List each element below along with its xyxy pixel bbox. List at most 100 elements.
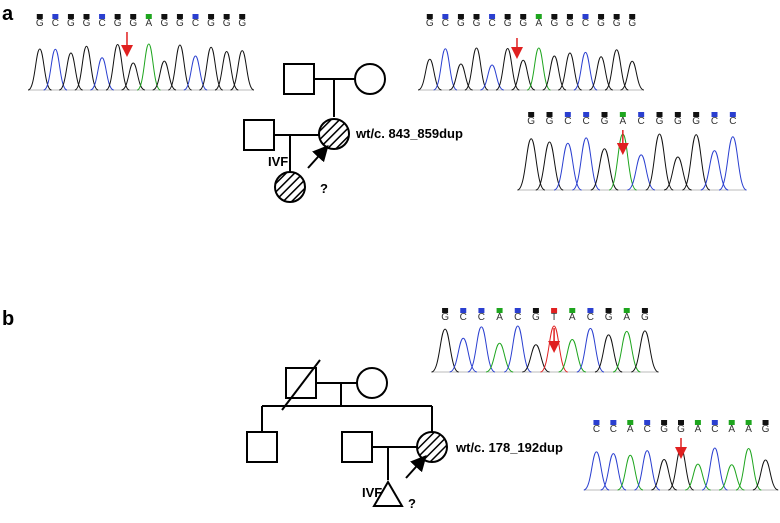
base-marker — [593, 420, 600, 425]
base-letter: C — [711, 424, 718, 435]
base-marker — [457, 14, 464, 19]
trace-peak — [27, 48, 52, 91]
variant-label-b: wt/c. 178_192dup — [455, 440, 563, 455]
trace-peak — [526, 47, 551, 91]
base-letter: G — [519, 18, 527, 29]
base-marker — [587, 308, 594, 313]
trace-peak — [198, 46, 224, 91]
base-letter: G — [550, 18, 558, 29]
base-marker — [551, 14, 558, 19]
base-marker — [693, 112, 700, 117]
base-letter: C — [564, 116, 571, 127]
base-marker — [514, 308, 521, 313]
base-marker — [520, 14, 527, 19]
trace-peak — [572, 137, 601, 191]
trace-peak — [58, 52, 83, 91]
base-marker — [619, 112, 626, 117]
base-letter: C — [638, 116, 645, 127]
base-letter: C — [460, 312, 467, 323]
base-marker — [729, 112, 736, 117]
pedigree-a — [243, 63, 386, 203]
base-letter: C — [488, 18, 495, 29]
base-marker — [694, 420, 701, 425]
trace-peak — [485, 342, 514, 373]
trace-peak — [701, 447, 728, 491]
pregnancy-triangle-b — [372, 480, 404, 507]
base-letter: C — [192, 18, 199, 29]
trace-peak — [752, 459, 779, 491]
trace-peak — [433, 48, 458, 91]
trace-peak — [553, 142, 582, 191]
trace-peak — [467, 326, 496, 373]
unknown-label-a: ? — [320, 181, 328, 196]
base-letter: G — [441, 312, 449, 323]
base-marker — [504, 14, 511, 19]
trace-peak — [685, 463, 711, 491]
base-letter: G — [527, 116, 535, 127]
base-letter: A — [695, 424, 702, 435]
base-letter: C — [478, 312, 485, 323]
base-marker — [638, 112, 645, 117]
trace-peak — [417, 58, 442, 91]
trace-peak — [431, 328, 459, 373]
base-marker — [36, 14, 43, 19]
base-letter: C — [583, 116, 590, 127]
trace-peak — [167, 44, 193, 91]
base-marker — [52, 14, 59, 19]
base-letter: C — [644, 424, 651, 435]
trace-peak — [535, 141, 564, 191]
base-marker — [478, 308, 485, 313]
husband-b — [341, 431, 373, 463]
base-marker — [745, 420, 752, 425]
trace-peak — [540, 325, 568, 373]
base-marker — [583, 112, 590, 117]
trace-peak — [495, 48, 520, 91]
trace-peak — [594, 334, 623, 373]
trace-peak — [152, 60, 177, 91]
deceased-slash-b — [281, 359, 321, 411]
trace-peak — [612, 330, 641, 373]
base-letter: G — [532, 312, 540, 323]
base-marker — [762, 420, 769, 425]
base-marker — [442, 308, 449, 313]
base-letter: C — [442, 18, 449, 29]
proband-b — [416, 431, 448, 463]
base-letter: G — [426, 18, 434, 29]
base-letter: G — [83, 18, 91, 29]
trace-peak — [718, 464, 745, 491]
trace-peak — [700, 150, 729, 191]
base-letter: G — [67, 18, 75, 29]
grandfather-a — [283, 63, 315, 95]
trace-peak — [558, 339, 587, 373]
trace-peak — [600, 453, 627, 491]
base-letter: G — [692, 116, 700, 127]
trace-peak — [449, 337, 478, 373]
trace-peak — [557, 52, 582, 91]
base-letter: C — [587, 312, 594, 323]
trace-peak — [90, 57, 114, 91]
trace-peak — [627, 154, 656, 191]
base-marker — [496, 308, 503, 313]
trace-peak — [735, 448, 762, 491]
pedigree-b — [246, 359, 448, 507]
base-marker — [623, 308, 630, 313]
base-marker — [598, 14, 605, 19]
base-letter: G — [601, 116, 609, 127]
base-letter: G — [238, 18, 246, 29]
base-marker — [711, 420, 718, 425]
trace-peak — [617, 454, 644, 491]
trace-peak — [230, 50, 255, 91]
base-marker — [601, 112, 608, 117]
trace-peak — [718, 136, 747, 191]
trace-peak — [576, 327, 605, 373]
proband-a — [318, 118, 350, 150]
base-letter: G — [504, 18, 512, 29]
base-marker — [176, 14, 183, 19]
base-marker — [130, 14, 137, 19]
base-marker — [239, 14, 246, 19]
trace-peak — [651, 458, 677, 491]
base-marker — [546, 112, 553, 117]
trace-peak — [583, 451, 610, 491]
